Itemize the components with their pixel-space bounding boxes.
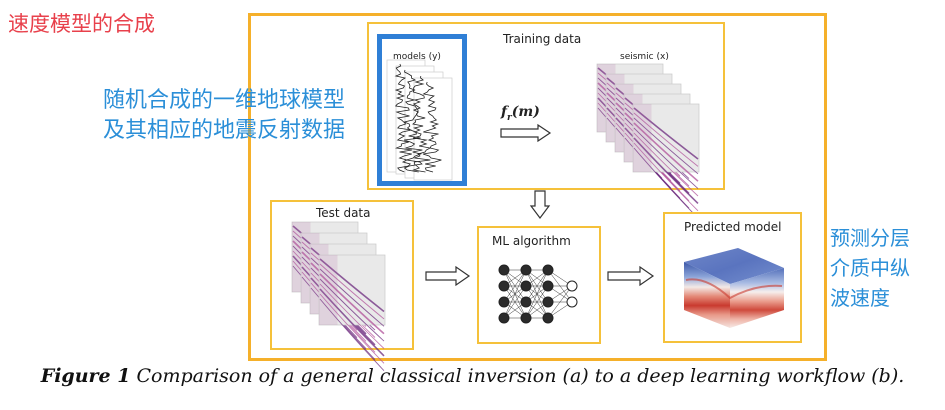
network-node bbox=[542, 264, 554, 276]
network-node bbox=[520, 280, 532, 292]
network-node bbox=[498, 296, 510, 308]
left-annotation: 随机合成的一维地球模型 及其相应的地震反射数据 bbox=[103, 86, 345, 146]
network-node bbox=[542, 280, 554, 292]
caption-text: Comparison of a general classical invers… bbox=[136, 365, 905, 387]
network-node bbox=[566, 296, 578, 308]
velocity-log-4 bbox=[422, 81, 442, 173]
training-data-label: Training data bbox=[503, 32, 582, 46]
seismic-section-4 bbox=[318, 254, 386, 372]
caption-label: Figure 1 bbox=[40, 365, 131, 387]
network-node bbox=[498, 312, 510, 324]
velocity-log-2 bbox=[403, 69, 423, 173]
neural-network-icon bbox=[498, 264, 578, 324]
network-edges bbox=[503, 269, 573, 319]
velocity-log-3 bbox=[412, 75, 432, 173]
right-annotation-line-2: 介质中纵 bbox=[830, 256, 910, 280]
forward-operator: fr(m) bbox=[501, 104, 540, 123]
workflow-frame bbox=[248, 13, 827, 361]
seismic-section-5 bbox=[632, 103, 700, 219]
forward-arrow bbox=[500, 123, 552, 143]
right-annotation-line-3: 波速度 bbox=[830, 286, 890, 310]
network-node bbox=[542, 312, 554, 324]
velocity-cube bbox=[684, 248, 784, 328]
page-title: 速度模型的合成 bbox=[8, 12, 155, 36]
ml-algorithm-label: ML algorithm bbox=[492, 234, 571, 248]
network-node bbox=[498, 280, 510, 292]
arrow-test-to-ml bbox=[425, 265, 471, 287]
left-annotation-line-1: 随机合成的一维地球模型 bbox=[103, 88, 346, 113]
test-data-label: Test data bbox=[316, 206, 371, 220]
right-annotation: 预测分层 介质中纵 波速度 bbox=[830, 223, 910, 313]
network-node bbox=[520, 312, 532, 324]
ml-algorithm-box bbox=[477, 226, 601, 344]
down-arrow bbox=[529, 190, 551, 219]
predicted-model-label: Predicted model bbox=[684, 220, 782, 234]
left-annotation-line-2: 及其相应的地震反射数据 bbox=[103, 118, 346, 143]
network-node bbox=[542, 296, 554, 308]
arrow-ml-to-prediction bbox=[607, 265, 655, 287]
network-node bbox=[520, 296, 532, 308]
models-panel bbox=[377, 34, 467, 186]
models-label: models (y) bbox=[393, 52, 441, 62]
velocity-logs bbox=[394, 63, 442, 173]
velocity-log-1 bbox=[394, 63, 413, 173]
right-annotation-line-1: 预测分层 bbox=[830, 226, 910, 250]
figure-caption: Figure 1 Comparison of a general classic… bbox=[0, 365, 945, 387]
seismic-stack-test bbox=[291, 221, 386, 372]
network-node bbox=[498, 264, 510, 276]
network-node bbox=[566, 280, 578, 292]
seismic-stack-training bbox=[596, 63, 700, 219]
network-node bbox=[520, 264, 532, 276]
seismic-label: seismic (x) bbox=[620, 52, 669, 62]
